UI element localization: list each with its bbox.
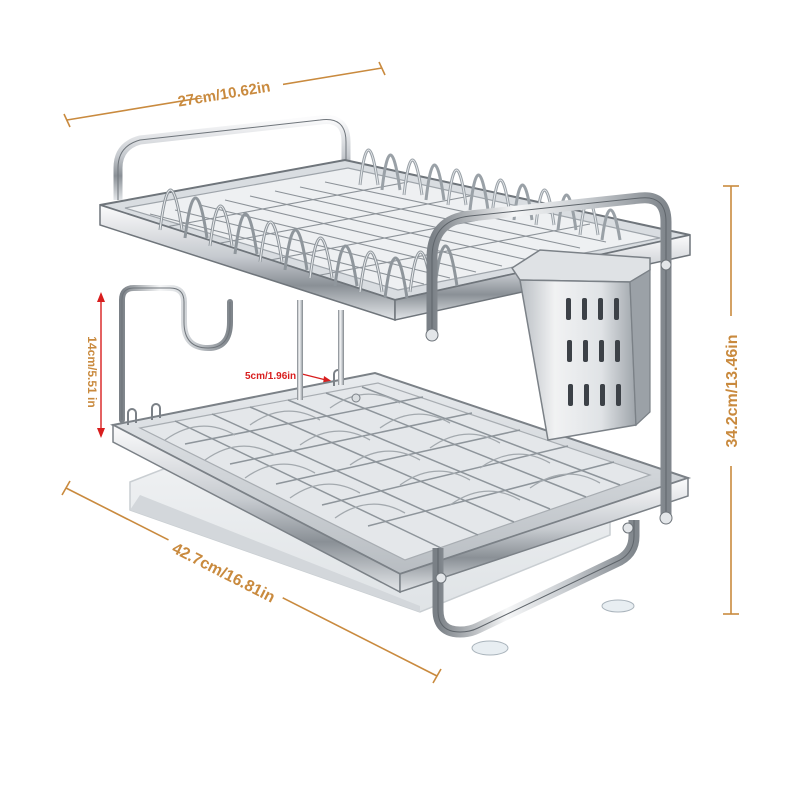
lower-tier <box>110 369 692 656</box>
lower-rack-frame <box>110 369 692 594</box>
frame-posts <box>119 285 344 423</box>
lower-clearance-label: 14cm/5.51 in <box>85 336 99 407</box>
suction-feet <box>471 599 635 656</box>
small-gap-dimension: 5cm/1.96in <box>245 371 333 384</box>
lower-grid <box>174 386 621 549</box>
total-height-label: 34.2cm/13.46in <box>724 335 741 448</box>
utensil-holder <box>510 249 651 441</box>
small-gap-label: 5cm/1.96in <box>245 371 296 382</box>
total-height-dimension: 34.2cm/13.46in <box>720 185 744 615</box>
lower-curves <box>164 393 601 519</box>
lower-clearance-dimension: 14cm/5.51 in <box>80 292 105 438</box>
front-frame <box>425 192 673 638</box>
utensil-holder-slots <box>566 298 621 406</box>
